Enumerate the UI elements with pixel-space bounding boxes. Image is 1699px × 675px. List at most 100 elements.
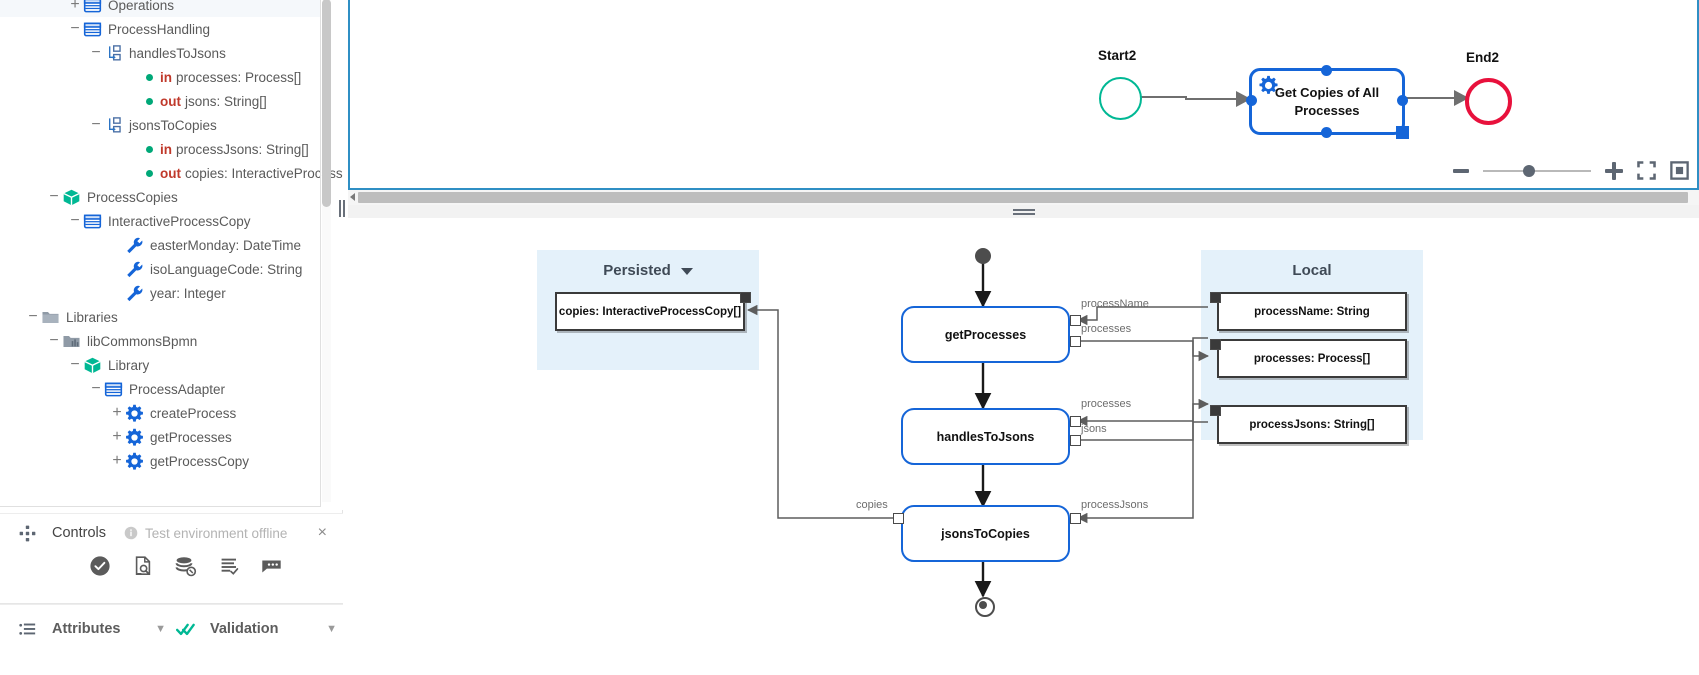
model-explorer-tree[interactable]: OperationsProcessHandlinghandlesToJsonsi… xyxy=(0,0,343,510)
resize-handle-top[interactable] xyxy=(1321,65,1332,76)
port-getProcesses-out[interactable] xyxy=(1070,336,1081,347)
expand-icon[interactable] xyxy=(109,405,125,421)
collapse-icon[interactable] xyxy=(46,333,62,349)
attributes-tab[interactable]: Attributes ▼ xyxy=(0,620,172,639)
gear-icon xyxy=(125,452,144,471)
port-handlesToJsons-in[interactable] xyxy=(1070,416,1081,427)
zoom-slider-knob[interactable] xyxy=(1523,164,1535,177)
flow-node-jsonsToCopies[interactable]: jsonsToCopies xyxy=(901,505,1070,562)
port-var-processName[interactable] xyxy=(1210,292,1221,303)
tree-item-createprocess[interactable]: createProcess xyxy=(0,401,321,425)
tree-item-processcopies[interactable]: ProcessCopies xyxy=(0,185,321,209)
flow-start-node[interactable] xyxy=(975,248,991,264)
chevron-down-icon-2[interactable]: ▼ xyxy=(326,623,337,635)
tree-scrollbar-thumb[interactable] xyxy=(322,0,331,207)
zoom-slider[interactable] xyxy=(1483,164,1591,177)
caret-down-icon[interactable] xyxy=(680,267,693,275)
more-options-icon[interactable] xyxy=(260,554,283,577)
collapse-icon[interactable] xyxy=(67,21,83,37)
tree-item-libcommonsbpmn[interactable]: libCommonsBpmn xyxy=(0,329,321,353)
splitter-grip[interactable] xyxy=(1012,209,1035,215)
flow-editor[interactable]: Persisted Local xyxy=(348,218,1699,675)
port-handlesToJsons-out[interactable] xyxy=(1070,435,1081,446)
tree-item-label: Libraries xyxy=(66,309,118,325)
zoom-in-icon[interactable] xyxy=(1605,161,1623,180)
tree-item-handlestojsons[interactable]: handlesToJsons xyxy=(0,41,321,65)
tree-item-operations[interactable]: Operations xyxy=(0,0,321,17)
flow-node-getProcesses[interactable]: getProcesses xyxy=(901,306,1070,363)
collapse-icon[interactable] xyxy=(67,213,83,229)
port-var-processes[interactable] xyxy=(1210,339,1221,350)
controls-status: Test environment offline xyxy=(124,526,287,541)
collapse-icon[interactable] xyxy=(46,189,62,205)
collapse-icon[interactable] xyxy=(25,309,41,325)
collapse-icon[interactable] xyxy=(88,45,104,61)
tree-item-label: getProcesses xyxy=(150,429,232,445)
collapse-icon[interactable] xyxy=(88,381,104,397)
tree-item-libraries[interactable]: Libraries xyxy=(0,305,321,329)
bpmn-scroll-thumb[interactable] xyxy=(358,192,1688,203)
tree-item-eastermonday--datetime[interactable]: easterMonday: DateTime xyxy=(0,233,321,257)
resize-handle-corner[interactable] xyxy=(1396,126,1409,139)
tree-item-year--integer[interactable]: year: Integer xyxy=(0,281,321,305)
resize-handle-bottom[interactable] xyxy=(1321,127,1332,138)
bpmn-end-event[interactable] xyxy=(1465,78,1512,125)
bpmn-editor[interactable]: Start2 Get Copies of All Processes xyxy=(348,0,1699,190)
bpmn-start-event[interactable] xyxy=(1099,77,1142,120)
expand-icon[interactable] xyxy=(109,453,125,469)
local-lane-label: Local xyxy=(1292,262,1332,279)
var-processName[interactable]: processName: String xyxy=(1217,292,1407,331)
run-checked-icon[interactable] xyxy=(88,554,111,577)
port-jsonsToCopies-copies-out[interactable] xyxy=(893,513,904,524)
library-icon xyxy=(62,332,81,351)
tree-list[interactable]: OperationsProcessHandlinghandlesToJsonsi… xyxy=(0,0,343,473)
port-jsonsToCopies-in[interactable] xyxy=(1070,513,1081,524)
expand-icon[interactable] xyxy=(109,429,125,445)
zoom-toolbar[interactable] xyxy=(1453,161,1689,180)
horizontal-splitter[interactable] xyxy=(348,205,1699,218)
actual-size-icon[interactable] xyxy=(1670,161,1689,180)
collapse-icon[interactable] xyxy=(88,117,104,133)
resize-handle-right[interactable] xyxy=(1397,95,1408,106)
chevron-down-icon[interactable]: ▼ xyxy=(155,623,166,635)
inspect-document-icon[interactable] xyxy=(131,554,154,577)
tree-item-getprocesses[interactable]: getProcesses xyxy=(0,425,321,449)
var-processes-label: processes: Process[] xyxy=(1253,352,1371,365)
port-getProcesses-in[interactable] xyxy=(1070,315,1081,326)
var-copies[interactable]: copies: InteractiveProcessCopy[] xyxy=(555,292,745,331)
bpmn-task[interactable]: Get Copies of All Processes xyxy=(1246,65,1409,139)
tree-item-label: year: Integer xyxy=(150,285,226,301)
resize-handle-left[interactable] xyxy=(1246,95,1257,106)
log-check-icon[interactable] xyxy=(217,554,240,577)
bpmn-horizontal-scrollbar[interactable] xyxy=(348,190,1699,205)
tree-item-isolanguagecode--string[interactable]: isoLanguageCode: String xyxy=(0,257,321,281)
validation-tab[interactable]: Validation ▼ xyxy=(172,620,343,639)
var-processJsons[interactable]: processJsons: String[] xyxy=(1217,405,1407,444)
flow-node-handlesToJsons[interactable]: handlesToJsons xyxy=(901,408,1070,465)
expand-icon[interactable] xyxy=(67,0,83,13)
bpmn-start-label: Start2 xyxy=(1098,48,1137,63)
port-var-processJsons[interactable] xyxy=(1210,405,1221,416)
scroll-left-icon[interactable] xyxy=(350,193,355,201)
tree-item-label: getProcessCopy xyxy=(150,453,250,469)
bpmn-canvas[interactable]: Start2 Get Copies of All Processes xyxy=(350,0,1697,188)
tree-item-library[interactable]: Library xyxy=(0,353,321,377)
port-var-copies[interactable] xyxy=(740,292,751,303)
vertical-splitter[interactable] xyxy=(338,200,348,220)
tree-item-label: jsonsToCopies xyxy=(129,117,217,133)
zoom-out-icon[interactable] xyxy=(1453,168,1469,173)
tree-item-interactiveprocesscopy[interactable]: InteractiveProcessCopy xyxy=(0,209,321,233)
collapse-icon[interactable] xyxy=(67,357,83,373)
fit-screen-icon[interactable] xyxy=(1637,161,1656,180)
database-reset-icon[interactable] xyxy=(174,554,197,577)
tree-item-processhandling[interactable]: ProcessHandling xyxy=(0,17,321,41)
tree-item-jsonstocopies[interactable]: jsonsToCopies xyxy=(0,113,321,137)
var-processes[interactable]: processes: Process[] xyxy=(1217,339,1407,378)
tree-item-getprocesscopy[interactable]: getProcessCopy xyxy=(0,449,321,473)
tree-item-processadapter[interactable]: ProcessAdapter xyxy=(0,377,321,401)
close-icon[interactable]: × xyxy=(317,524,327,541)
